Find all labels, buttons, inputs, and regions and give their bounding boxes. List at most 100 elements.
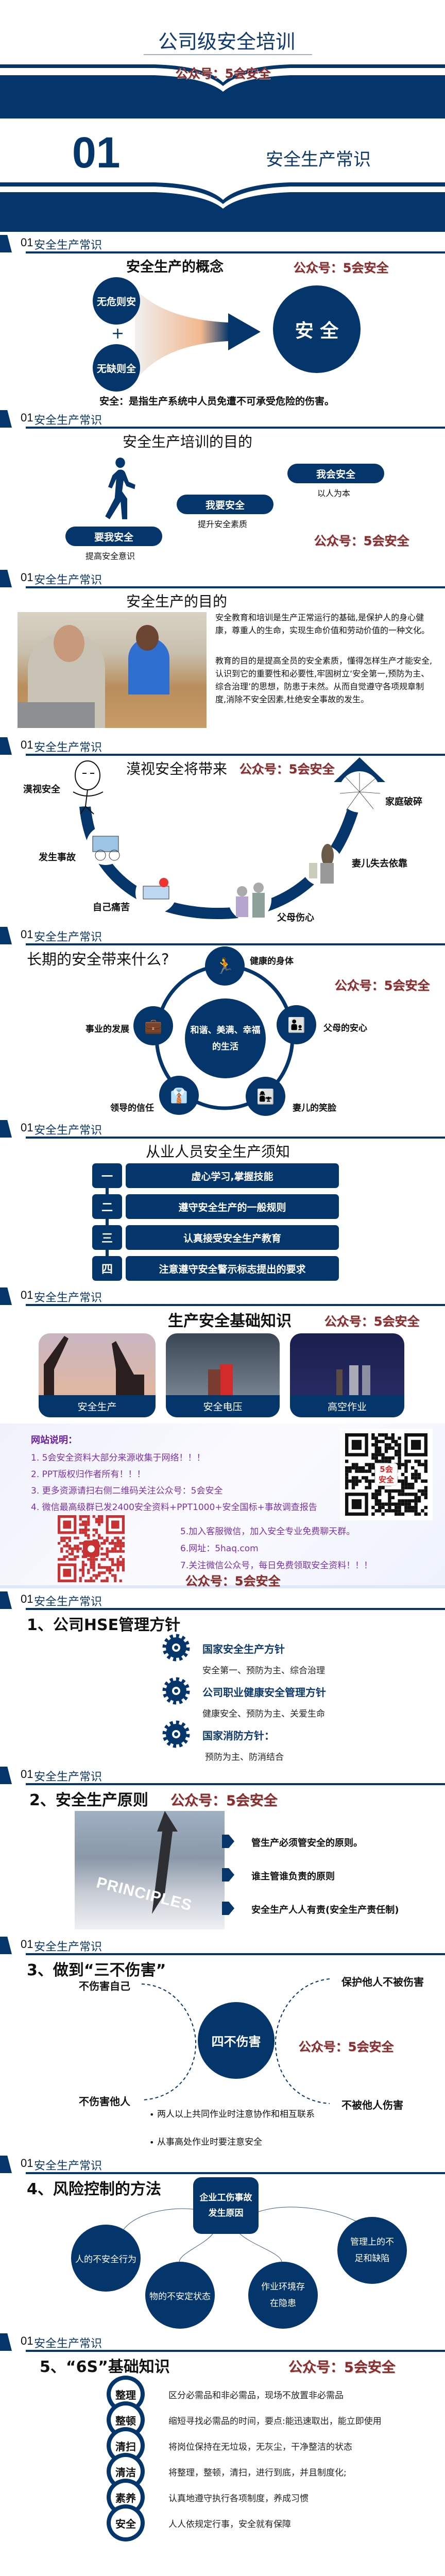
card-caption: 安全电压 (166, 1395, 280, 1417)
slide-training-purpose: 01 安全生产常识 安全生产培训的目的 要我安全 提高安全意识 我要安全 提升安… (0, 407, 445, 567)
policy-heading: 公司职业健康安全管理方针 (202, 1686, 326, 1699)
slide-production-purpose: 01 安全生产常识 安全生产的目的 安全教育和培训是生产正常运行的基础,是保护人… (0, 567, 445, 734)
notice-item: 3. 更多资源请扫右侧二维码关注公众号：5会安全 (31, 1486, 223, 1496)
header-title: 安全生产常识 (34, 1596, 102, 1608)
6s-desc: 区分必需品和非必需品，现场不放置非必需品 (168, 2391, 344, 2401)
header-rule (26, 1137, 445, 1139)
row-text: 认真接受安全生产教育 (126, 1225, 339, 1250)
walking-person-icon (105, 457, 135, 519)
slide-title: 2、安全生产原则 (29, 1791, 148, 1809)
section-title: 安全生产常识 (266, 149, 371, 170)
gear-icon (162, 1720, 190, 1748)
header-number: 01 (21, 2157, 33, 2170)
notice-item[interactable]: 6.网址：5haq.com (180, 1544, 259, 1554)
watermark: 公众号：5会安全 (314, 534, 409, 548)
topic-card[interactable]: 安全电压 (166, 1333, 280, 1417)
header-rule (26, 2172, 445, 2174)
node-label: 漠视安全 (23, 784, 60, 795)
row-number: 一 (92, 1163, 122, 1188)
slide-neglect-consequences: 01 安全生产常识 漠视安全将带来 漠视安全 发生事故 自己痛苦 父母伤心 妻儿… (0, 734, 445, 924)
header-rule (26, 251, 445, 253)
watermark: 公众号：5会安全 (239, 762, 335, 776)
step-want-safe: 我要安全 (177, 495, 273, 514)
cause-item: 管理上的不足和缺陷 (337, 2217, 407, 2284)
watermark: 公众号：5会安全 (298, 2040, 394, 2054)
6s-desc: 人人依规定行事，安全就有保障 (168, 2519, 291, 2530)
benefit-label: 健康的身体 (250, 956, 294, 967)
header-title: 安全生产常识 (34, 239, 102, 252)
cover-title: 公司级安全培训 (158, 30, 295, 53)
bullet-text: 两人以上共同作业时注意协作和相互联系 (157, 2109, 315, 2120)
cause-connectors (122, 2207, 361, 2262)
wechat-service-qr[interactable]: ● (58, 1515, 125, 1582)
injured-icon (143, 878, 169, 900)
watermark: 公众号：5会安全 (185, 1574, 281, 1588)
row-text: 虚心学习,掌握技能 (126, 1163, 339, 1188)
node-label: 家庭破碎 (385, 796, 422, 807)
header-rule (26, 754, 445, 756)
slide-title: 安全生产的目的 (126, 593, 228, 610)
policy-text: 安全第一、预防为主、综合治理 (202, 1666, 325, 1676)
node-label: 自己痛苦 (93, 902, 130, 913)
header-title: 安全生产常识 (34, 2337, 102, 2350)
slide-basic-knowledge: 01 安全生产常识 生产安全基础知识 公众号：5会安全 安全生产 安全电压 高空… (0, 1284, 445, 1423)
step-desc: 以人为本 (317, 488, 351, 498)
slide-safety-concept: 01 安全生产常识 安全生产的概念 公众号：5会安全 无危则安 + 无缺则全 安… (0, 232, 445, 407)
parent-child-icon: 👨‍👦 (277, 1005, 316, 1044)
header-marker (0, 2333, 12, 2351)
slide-title: 1、公司HSE管理方针 (27, 1616, 181, 1634)
cause-item: 作业环境存在隐患 (248, 2262, 318, 2329)
slide-risk-control: 01 安全生产常识 4、风险控制的方法 企业工伤事故发生原因 人的不安全行为 物… (0, 2153, 445, 2330)
header-number: 01 (21, 1592, 33, 1605)
policy-text: 预防为主、防消结合 (205, 1752, 284, 1762)
cause-item: 物的不安定状态 (145, 2262, 215, 2329)
topic-card[interactable]: 高空作业 (290, 1333, 404, 1417)
funnel-arrow (135, 289, 261, 381)
slide-safety-principles: 01 安全生产常识 2、安全生产原则 公众号：5会安全 PRINCIPLES 管… (0, 1764, 445, 1934)
header-marker (0, 1591, 12, 1609)
header-title: 安全生产常识 (34, 1941, 102, 1954)
title-underline (144, 54, 312, 55)
header-number: 01 (21, 1121, 33, 1134)
concept-no-defect: 无缺则全 (93, 344, 140, 392)
runner-icon: 🏃 (205, 946, 245, 986)
topic-card[interactable]: 安全生产 (39, 1333, 156, 1417)
leader-icon: 👔 (159, 1076, 199, 1115)
row-number: 三 (92, 1225, 122, 1250)
slide-title: 5、“6S”基础知识 (40, 2358, 170, 2376)
harm-label: 保护他人不被伤害 (341, 1976, 424, 1988)
official-account-qr[interactable]: 5会安全 (340, 1429, 433, 1520)
watermark: 公众号：5会安全 (175, 66, 271, 81)
watermark: 公众号：5会安全 (293, 261, 389, 275)
principles-image: PRINCIPLES (75, 1811, 225, 1929)
slide-long-term-safety: 01 安全生产常识 长期的安全带来什么? 和谐、美满、幸福 的生活 🏃 👨‍👦 … (0, 924, 445, 1117)
notice-item: 4. 微信最高级群已发2400安全资料+PPT1000+安全国标+事故调查报告 (31, 1502, 317, 1513)
broken-glass-icon (339, 773, 381, 811)
refinery-image (336, 1369, 343, 1395)
node-label: 父母伤心 (277, 912, 314, 923)
header-marker (0, 410, 12, 428)
header-marker (0, 1287, 12, 1305)
slide-title: 漠视安全将带来 (126, 760, 228, 777)
notice-item: 1. 5会安全资料大部分来源收集于网络！！！ (31, 1453, 206, 1463)
header-number: 01 (21, 1289, 33, 1301)
slide-6s-basics: 01 安全生产常识 5、“6S”基础知识 公众号：5会安全 整理 整顿 清扫 清… (0, 2330, 445, 2543)
policy-text: 健康安全、预防为主、关爱生命 (202, 1709, 325, 1719)
step-desc: 提高安全意识 (85, 551, 135, 561)
qr-code-pattern (58, 1515, 125, 1582)
marker-icon (222, 1868, 234, 1882)
header-number: 01 (21, 571, 33, 584)
slide-no-harm: 01 安全生产常识 3、做到“三不伤害” 四不伤害 不伤害自己 保护他人不被伤害… (0, 1934, 445, 2153)
marker-icon (222, 1835, 234, 1848)
header-number: 01 (21, 2334, 33, 2347)
safety-definition: 安全：是指生产系统中人员免遭不可承受危险的伤害。 (99, 396, 335, 407)
bullet-dot: • (149, 2138, 155, 2147)
center-goal-line1: 和谐、美满、幸福 (190, 1025, 261, 1036)
crane-image (44, 1336, 144, 1395)
benefit-label: 父母的安心 (323, 1023, 367, 1033)
benefit-label: 领导的信任 (110, 1103, 154, 1113)
header-number: 01 (21, 928, 33, 941)
header-marker (0, 1120, 12, 1138)
slide-section-01: 01 安全生产常识 (0, 118, 445, 232)
book-shape (0, 64, 445, 118)
